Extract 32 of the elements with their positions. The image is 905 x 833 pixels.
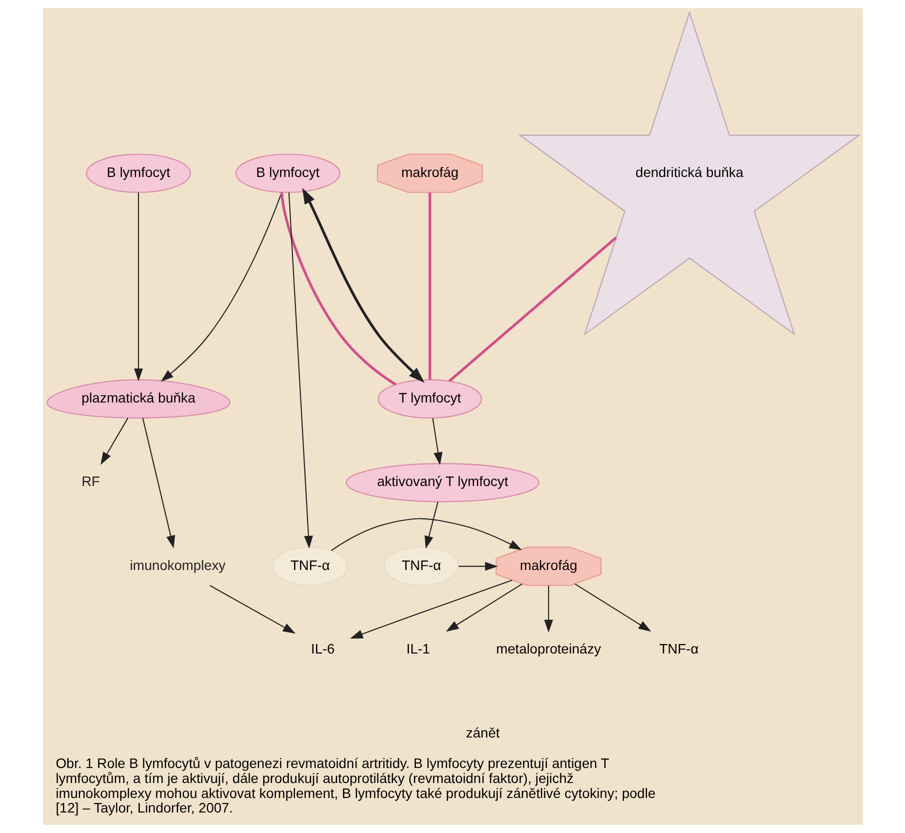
node-ellipse: TNF-α [383,546,459,586]
node-ellipse: aktivovaný T lymfocyt [345,463,539,502]
caption: Obr. 1 Role B lymfocytů v patogenezi revmatoidní artritidy. B lymfocyty prezentují antigen T lymfocytům, a tím je aktivují, dále produkují autoprotilátky (revmatoidní faktor), jejichž imunokomplexy mohou aktivovat komplement, B lymfocyty také produkují zánětlivé cytokiny; podle [12] – Taylor, Lindorfer, 2007. [55,756,656,816]
arrow [544,586,553,633]
node-ellipse: T lymfocyt [377,379,482,418]
arrow [160,192,282,382]
node-ellipse: B lymfocyt [85,154,190,193]
arrow [302,188,424,383]
arrow [100,418,128,465]
arrow [288,192,312,549]
arrow [458,562,498,571]
label: zánět [466,725,500,740]
arrow [432,418,442,466]
connector [428,192,431,380]
node-text: IL-6 [310,642,334,657]
node-text: TNF-α [658,642,698,657]
node-text: RF [81,474,100,490]
arrow [350,580,512,639]
connector [448,236,617,382]
arrow [209,585,296,634]
arrow [142,418,175,548]
node-text: imunokomplexy [129,558,226,573]
node-ellipse: TNF-α [272,546,348,586]
connector [280,192,396,386]
arrow [424,502,438,549]
node-text: IL-1 [406,642,430,657]
arrow [445,583,522,632]
arrow [330,518,522,551]
arrow [134,192,142,382]
arrow [574,583,651,632]
node-ellipse: B lymfocyt [234,154,340,193]
node-text: metaloproteinázy [496,642,600,657]
